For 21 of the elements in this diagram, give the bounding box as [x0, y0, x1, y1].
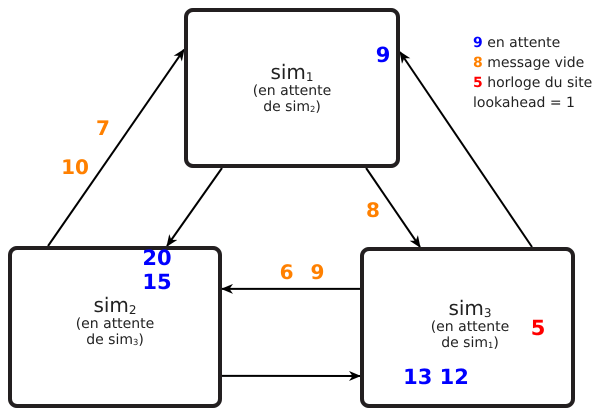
counter-value: 9 — [376, 43, 390, 67]
legend-entry: 5 horloge du site — [473, 75, 592, 91]
counter-value: 15 — [142, 270, 172, 294]
arrow — [399, 51, 533, 248]
node-title: sim$_{2}$ — [93, 293, 137, 317]
process-box — [8, 246, 222, 408]
arrow — [47, 48, 185, 247]
process-box — [360, 247, 575, 408]
node-title: sim$_{3}$ — [448, 296, 492, 320]
process-box — [184, 8, 400, 168]
arrow — [365, 167, 421, 248]
counter-value: 13 12 — [403, 365, 469, 389]
node-title: sim$_{1}$ — [270, 60, 314, 84]
note-text: lookahead = 1 — [473, 95, 575, 111]
legend-entry: 8 message vide — [473, 55, 584, 71]
counter-value: 5 — [530, 316, 546, 340]
arrow — [222, 370, 361, 381]
legend-entry: 9 en attente — [473, 35, 560, 51]
counter-value: 20 — [142, 246, 172, 270]
arrow — [166, 167, 223, 247]
arrow — [221, 284, 360, 294]
